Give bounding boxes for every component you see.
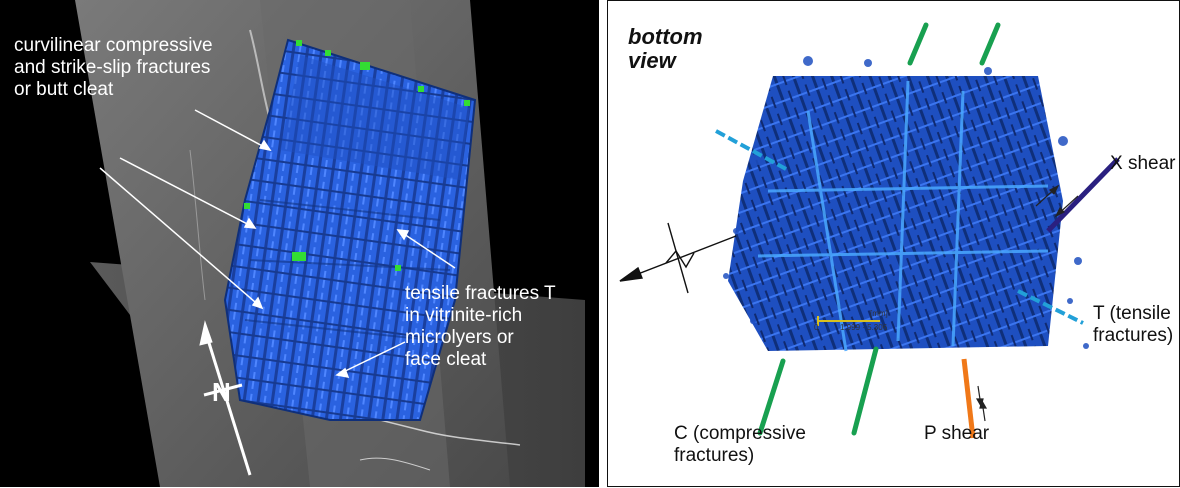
- compressive-label: C (compressive fractures): [674, 423, 806, 466]
- scale-bar: [817, 316, 880, 326]
- north-compass-icon: [619, 222, 737, 294]
- annotation-arrows: [99, 109, 456, 378]
- tensile-fracture-lines: [715, 129, 1084, 325]
- north-label: N: [212, 377, 231, 407]
- x-shear-label: X shear: [1110, 153, 1176, 174]
- ct-render-image: [75, 0, 585, 487]
- compressive-fracture-lines: [757, 22, 1001, 436]
- north-arrow-icon: [199, 320, 252, 476]
- face-cleat-label: tensile fractures T in vitrinite-rich mi…: [405, 283, 556, 370]
- butt-cleat-label: curvilinear compressive and strike-slip …: [14, 35, 213, 100]
- view-title: bottom view: [628, 24, 703, 74]
- x-shear-line: [1046, 157, 1120, 233]
- scale-zero: 0: [814, 323, 819, 332]
- shear-sense-arrows: [975, 184, 1079, 422]
- tensile-label: T (tensile fractures): [1093, 303, 1174, 346]
- bottom-view-render: [619, 22, 1120, 439]
- ct-render-panel: curvilinear compressive and strike-slip …: [0, 0, 599, 487]
- scale-units: [mm]: [870, 309, 888, 318]
- scale-value: 1.999 · 5.306: [840, 323, 888, 332]
- bottom-view-panel: bottom view X shear T (tensile fractures…: [607, 0, 1180, 487]
- p-shear-line: [961, 358, 976, 439]
- fracture-network-volume-bottom: [728, 76, 1063, 351]
- p-shear-label: P shear: [924, 423, 990, 444]
- green-markers: [244, 40, 470, 271]
